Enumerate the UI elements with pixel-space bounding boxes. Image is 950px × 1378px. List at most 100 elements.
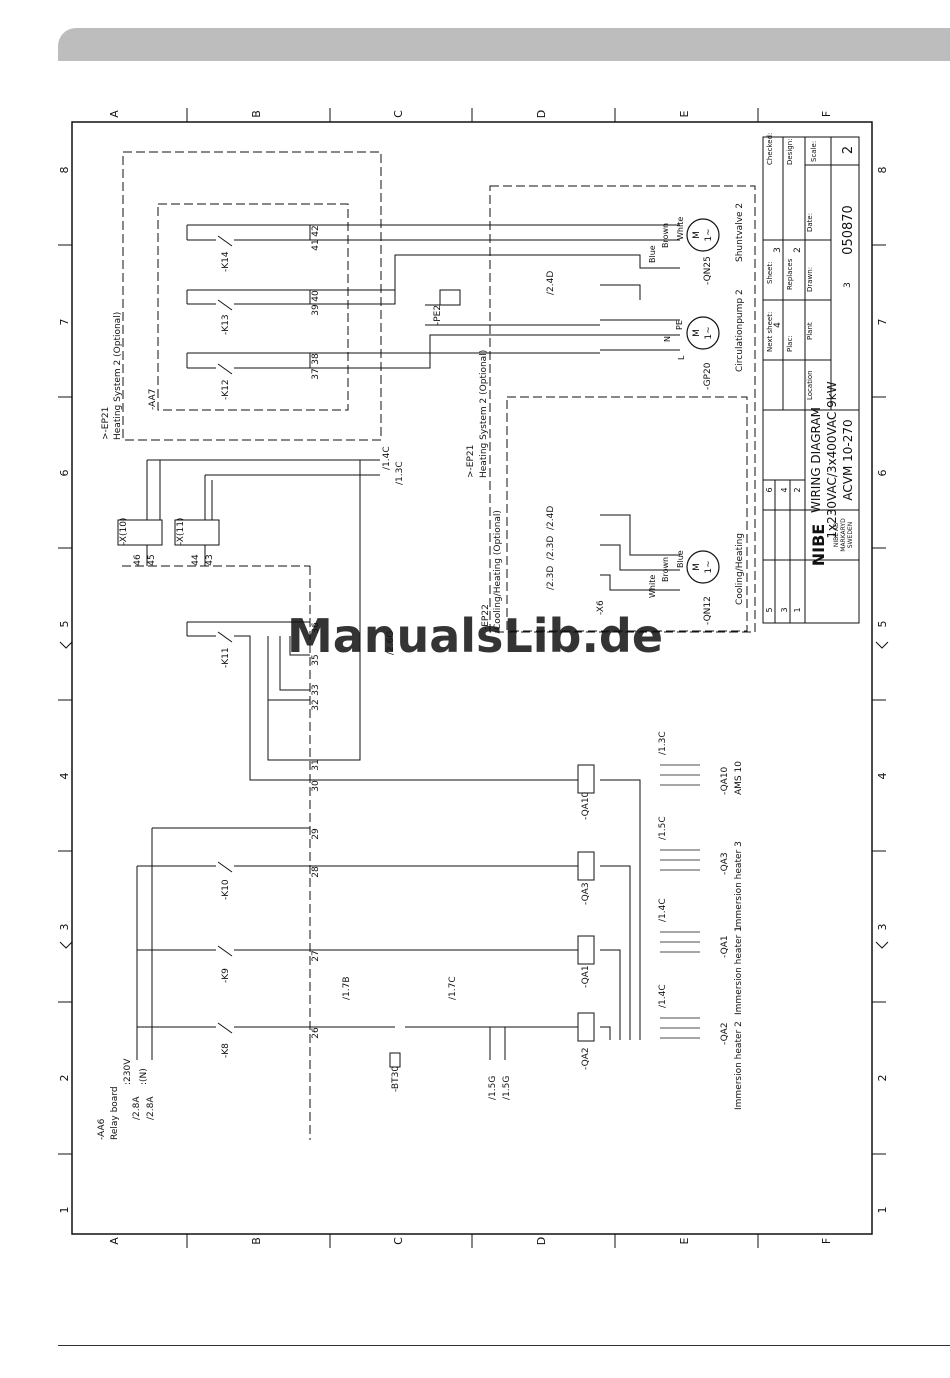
col-label-e-top: E — [678, 110, 691, 117]
term-33: 33 — [311, 684, 321, 695]
label-k12: -K12 — [221, 379, 231, 400]
label-ep21-mid: >-EP21 — [466, 445, 476, 478]
tb-rev: 3 — [843, 282, 853, 288]
column-labels-top: A B C D E F — [108, 110, 833, 118]
row-label-6-left: 6 — [58, 470, 71, 477]
col-label-b-top: B — [250, 110, 263, 118]
label-ep22: -EP22 — [481, 604, 491, 630]
label-x6: -X6 — [596, 600, 606, 615]
motor-gp20-label: M — [692, 329, 702, 337]
row-label-8-right: 8 — [876, 167, 889, 174]
label-qa10: -QA10 — [581, 791, 591, 820]
wire-blue-qn25: Blue — [648, 245, 657, 263]
tb-rev-4: 4 — [780, 487, 789, 492]
label-k8: -K8 — [221, 1043, 231, 1058]
label-x10: -X(10) — [119, 518, 129, 545]
group-box-ep21-top — [122, 151, 382, 441]
term-35: 35 — [311, 654, 321, 665]
col-label-d-bottom: D — [535, 1237, 548, 1245]
tb-design: Design: — [786, 138, 794, 165]
label-qn25: -QN25 — [703, 256, 713, 285]
watermark-text: ManualsLib.de — [287, 609, 663, 663]
term-45: 45 — [147, 554, 157, 565]
col-label-a-top: A — [108, 110, 121, 118]
ref-1-4c: /1.4C — [382, 446, 392, 470]
term-29: 29 — [311, 828, 321, 840]
box-x10 — [117, 519, 163, 546]
tb-rev-3: 3 — [780, 607, 789, 612]
label-k13: -K13 — [221, 314, 231, 335]
relay-contacts — [217, 235, 233, 1034]
ref-1-4c-qa1: /1.4C — [658, 898, 668, 922]
wire-blue-qn12: Blue — [676, 550, 685, 568]
term-40: 40 — [311, 290, 321, 302]
title-block — [762, 136, 860, 624]
tb-rev-table: 6 4 2 5 3 1 — [765, 487, 802, 612]
label-qa3-name: Immersion heater 3 — [734, 841, 744, 930]
nibe-addr-2: MARKARYD — [840, 518, 847, 552]
tb-plant: Plant — [806, 322, 814, 340]
nibe-addr-3: SWEDEN — [847, 522, 854, 548]
col-label-e-bottom: E — [678, 1237, 691, 1244]
tb-replaces-value: 2 — [793, 247, 803, 253]
nibe-logo-text: NIBE — [809, 524, 828, 566]
row-label-2-right: 2 — [876, 1075, 889, 1082]
row-label-3-right: 3 — [876, 924, 889, 931]
row-label-2-left: 2 — [58, 1075, 71, 1082]
coils — [577, 764, 595, 1042]
tb-title: WIRING DIAGRAM 1x230VAC/3x400VAC 9kW ACV… — [809, 381, 855, 538]
label-k9: -K9 — [221, 968, 231, 983]
label-qa1: -QA1 — [581, 965, 591, 988]
row-label-6-right: 6 — [876, 470, 889, 477]
motor-qn12-label: M — [692, 563, 702, 571]
term-43: 43 — [205, 554, 215, 565]
tb-rev-6: 6 — [765, 487, 774, 492]
motor-gp20 — [686, 316, 720, 350]
label-k14: -K14 — [221, 251, 231, 272]
tb-title-line1: WIRING DIAGRAM — [809, 407, 823, 513]
label-qn25-name: Shuntvalve 2 — [735, 203, 745, 262]
tb-scale: Scale: — [810, 141, 818, 162]
box-bt30 — [389, 1052, 401, 1068]
group-box-aa7 — [157, 203, 349, 411]
col-label-d-top: D — [535, 110, 548, 118]
row-label-1-right: 1 — [876, 1207, 889, 1214]
term-38: 38 — [311, 353, 321, 365]
label-x11: -X(11) — [176, 518, 186, 545]
motor-qn12-sub: 1~ — [704, 560, 714, 573]
header-bar — [58, 28, 950, 61]
tb-sheet: Sheet: — [766, 261, 774, 284]
row-labels: 1 2 3 4 5 6 7 8 1 2 3 4 5 6 7 8 — [58, 167, 889, 1214]
tb-sheet-no: 2 — [841, 146, 856, 154]
pump-term-l: L — [677, 355, 686, 360]
label-bt30: -BT30 — [391, 1066, 401, 1092]
tb-checked: Checked: — [766, 133, 774, 165]
tb-date: Date: — [806, 213, 814, 232]
label-qa10-contacts: -QA10 — [720, 766, 730, 795]
wire-white-qn12: White — [648, 575, 657, 598]
term-41: 41 — [311, 239, 321, 250]
row-label-1-left: 1 — [58, 1207, 71, 1214]
tb-title-line2: 1x230VAC/3x400VAC 9kW — [825, 381, 839, 538]
term-30: 30 — [311, 780, 321, 792]
motor-qn25 — [686, 218, 720, 252]
label-aa6-sub: Relay board — [110, 1086, 120, 1140]
term-32: 32 — [311, 699, 321, 710]
diagram-frame — [71, 121, 873, 1235]
contactor-contacts — [660, 764, 700, 1039]
wire-brown-qn12: Brown — [661, 557, 670, 582]
tb-rev-5: 5 — [765, 607, 774, 612]
coil-qa3 — [577, 851, 595, 881]
label-qa3-contacts: -QA3 — [720, 852, 730, 875]
label-qa3: -QA3 — [581, 882, 591, 905]
label-qa1-contacts: -QA1 — [720, 935, 730, 958]
label-aa7: -AA7 — [148, 389, 158, 410]
label-qa2: -QA2 — [581, 1047, 591, 1070]
motor-qn25-label: M — [692, 231, 702, 239]
nibe-addr-1: NIBE AB — [833, 523, 840, 547]
label-aa6-ref-2: /2.8A — [146, 1096, 156, 1120]
wire-brown-qn25: Brown — [661, 223, 670, 248]
pump-term-n: N — [663, 336, 672, 342]
dashed-groups — [122, 151, 756, 1140]
term-37: 37 — [311, 368, 321, 379]
